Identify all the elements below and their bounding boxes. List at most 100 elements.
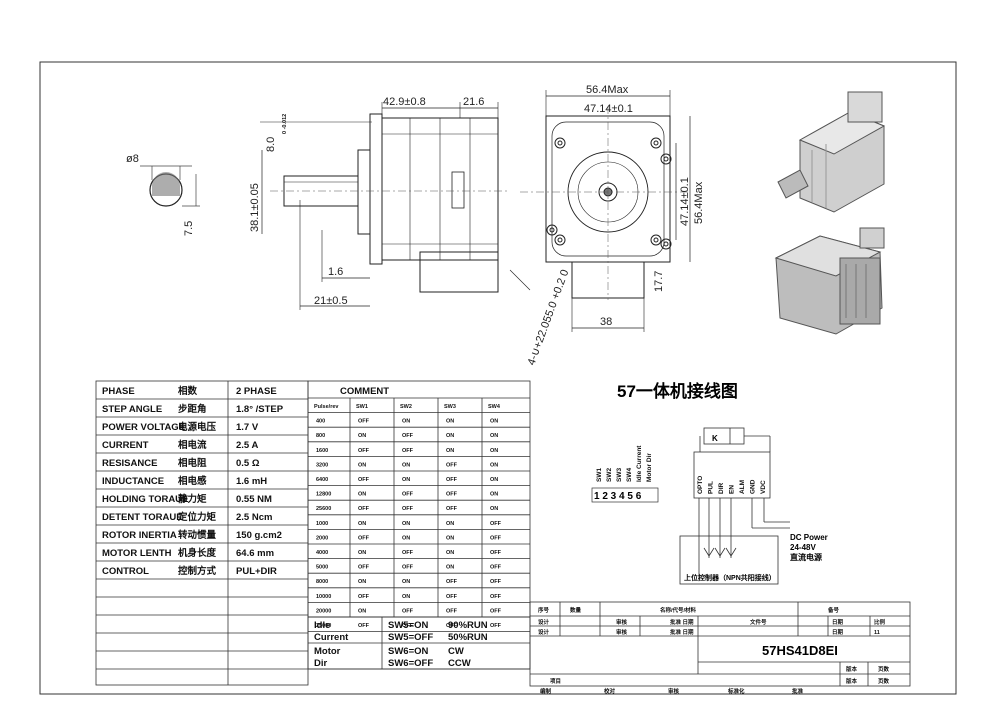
spec-value: PUL+DIR bbox=[236, 566, 277, 577]
comment-cell: ON bbox=[446, 550, 454, 556]
connector-offset-dim: 17.7 bbox=[653, 271, 665, 292]
terminal-label: PUL bbox=[708, 481, 715, 494]
spec-label-en: MOTOR LENTH bbox=[102, 548, 172, 559]
comment-cell: ON bbox=[446, 535, 454, 541]
bottom-sign-cell: 校对 bbox=[604, 687, 616, 695]
shaft-flat-dim: 7.5 bbox=[183, 221, 195, 236]
comment-cell: OFF bbox=[446, 492, 458, 498]
comment-cell: OFF bbox=[490, 579, 502, 585]
bottom-sign-cell: 编制 bbox=[540, 687, 552, 695]
comment-cell: ON bbox=[446, 521, 454, 527]
comment-cell: OFF bbox=[402, 565, 414, 571]
shaft-diameter-dim: ø8 bbox=[126, 153, 139, 165]
spec-value: 2.5 A bbox=[236, 440, 258, 451]
spec-value: 2.5 Ncm bbox=[236, 512, 272, 523]
spec-label-en: DETENT TORAUE bbox=[102, 512, 183, 523]
spec-value: 0.55 NM bbox=[236, 494, 272, 505]
spec-label-cn: 机身长度 bbox=[178, 547, 217, 559]
title-block-cell: 设计 bbox=[538, 618, 550, 626]
switch-b-val: 50%RUN bbox=[448, 632, 488, 643]
dip-switch-numbers: 1 2 3 4 5 6 bbox=[594, 491, 642, 502]
bottom-sign-cell: 批准 bbox=[792, 687, 804, 695]
comment-cell: 6400 bbox=[316, 477, 328, 483]
spec-label-cn: 相电阻 bbox=[178, 457, 207, 469]
comment-cell: 20000 bbox=[316, 608, 331, 614]
rear-length-dim: 21.6 bbox=[463, 96, 484, 108]
comment-cell: ON bbox=[402, 419, 410, 425]
comment-cell: 4000 bbox=[316, 550, 328, 556]
comment-cell: OFF bbox=[358, 594, 370, 600]
comment-cell: ON bbox=[446, 419, 454, 425]
comment-cell: ON bbox=[402, 521, 410, 527]
terminal-label: EN bbox=[729, 485, 736, 494]
title-block-cell: 日期 bbox=[832, 628, 844, 636]
front-hole-spacing-side-dim: 47.14±0.1 bbox=[679, 177, 691, 226]
comment-header: SW3 bbox=[444, 404, 456, 410]
spec-label-en: HOLDING TORAUE bbox=[102, 494, 188, 505]
comment-cell: ON bbox=[402, 594, 410, 600]
title-block-cell: 审核 bbox=[616, 618, 628, 626]
comment-cell: ON bbox=[358, 550, 366, 556]
front-height-dim: 56.4Max bbox=[693, 181, 705, 224]
comment-cell: ON bbox=[490, 477, 498, 483]
comment-cell: OFF bbox=[402, 608, 414, 614]
comment-header: SW2 bbox=[400, 404, 412, 410]
comment-cell: OFF bbox=[358, 623, 370, 629]
front-width-dim: 56.4Max bbox=[586, 84, 629, 96]
spec-label-en: ROTOR INERTIA bbox=[102, 530, 177, 541]
terminal-label: OPTO bbox=[697, 476, 704, 494]
pilot-tolerance-sub: 0 -0.012 bbox=[282, 114, 288, 134]
comment-cell: OFF bbox=[358, 506, 370, 512]
terminal-label: VDC bbox=[760, 480, 767, 494]
title-block-cell: 比例 bbox=[874, 618, 886, 626]
switch-b: SW5=OFF bbox=[388, 632, 433, 643]
comment-cell: ON bbox=[358, 521, 366, 527]
comment-cell: OFF bbox=[358, 419, 370, 425]
comment-cell: OFF bbox=[402, 550, 414, 556]
comment-cell: 800 bbox=[316, 433, 325, 439]
comment-cell: 1000 bbox=[316, 521, 328, 527]
title-block-cell: 审核 bbox=[616, 628, 628, 636]
comment-cell: 2000 bbox=[316, 535, 328, 541]
terminal-block bbox=[693, 451, 771, 499]
spec-label-en: CURRENT bbox=[102, 440, 149, 451]
spec-label-cn: 转动惯量 bbox=[178, 529, 217, 541]
comment-cell: OFF bbox=[358, 565, 370, 571]
comment-cell: ON bbox=[490, 492, 498, 498]
front-hole-spacing-top-dim: 47.14±0.1 bbox=[584, 103, 633, 115]
dip-label: SW2 bbox=[606, 468, 613, 482]
spec-label-en: INDUCTANCE bbox=[102, 476, 164, 487]
comment-cell: ON bbox=[358, 492, 366, 498]
motor-render-bottom bbox=[774, 227, 885, 335]
comment-cell: OFF bbox=[446, 477, 458, 483]
model-number: 57HS41D8EI bbox=[762, 643, 838, 658]
dip-label: Idle Current bbox=[636, 445, 643, 482]
title-block-cell: 数量 bbox=[570, 606, 582, 614]
comment-cell: OFF bbox=[402, 506, 414, 512]
title-block-cell: 版本 bbox=[845, 665, 858, 673]
comment-cell: 10000 bbox=[316, 594, 331, 600]
switch-a: SW6=ON bbox=[388, 646, 429, 657]
bottom-sign-cell: 标准化 bbox=[727, 687, 745, 695]
comment-cell: OFF bbox=[402, 448, 414, 454]
comment-cell: OFF bbox=[446, 506, 458, 512]
comment-cell: OFF bbox=[402, 492, 414, 498]
spec-label-cn: 定位力矩 bbox=[177, 511, 217, 523]
comment-cell: OFF bbox=[446, 462, 458, 468]
title-block-cell: 批准 日期 bbox=[670, 628, 694, 636]
spec-value: 150 g.cm2 bbox=[236, 530, 282, 541]
dip-label: SW3 bbox=[616, 468, 623, 482]
comment-cell: OFF bbox=[490, 608, 502, 614]
comment-cell: ON bbox=[490, 506, 498, 512]
comment-cell: 25600 bbox=[316, 506, 331, 512]
dip-switch-block bbox=[591, 487, 659, 503]
title-block-cell: 设计 bbox=[538, 628, 550, 636]
title-block-cell: 文件号 bbox=[750, 618, 767, 626]
pilot-diameter-dim: 38.1±0.05 bbox=[249, 183, 261, 232]
comment-cell: OFF bbox=[490, 594, 502, 600]
spec-value: 1.7 V bbox=[236, 422, 259, 433]
comment-cell: OFF bbox=[446, 594, 458, 600]
